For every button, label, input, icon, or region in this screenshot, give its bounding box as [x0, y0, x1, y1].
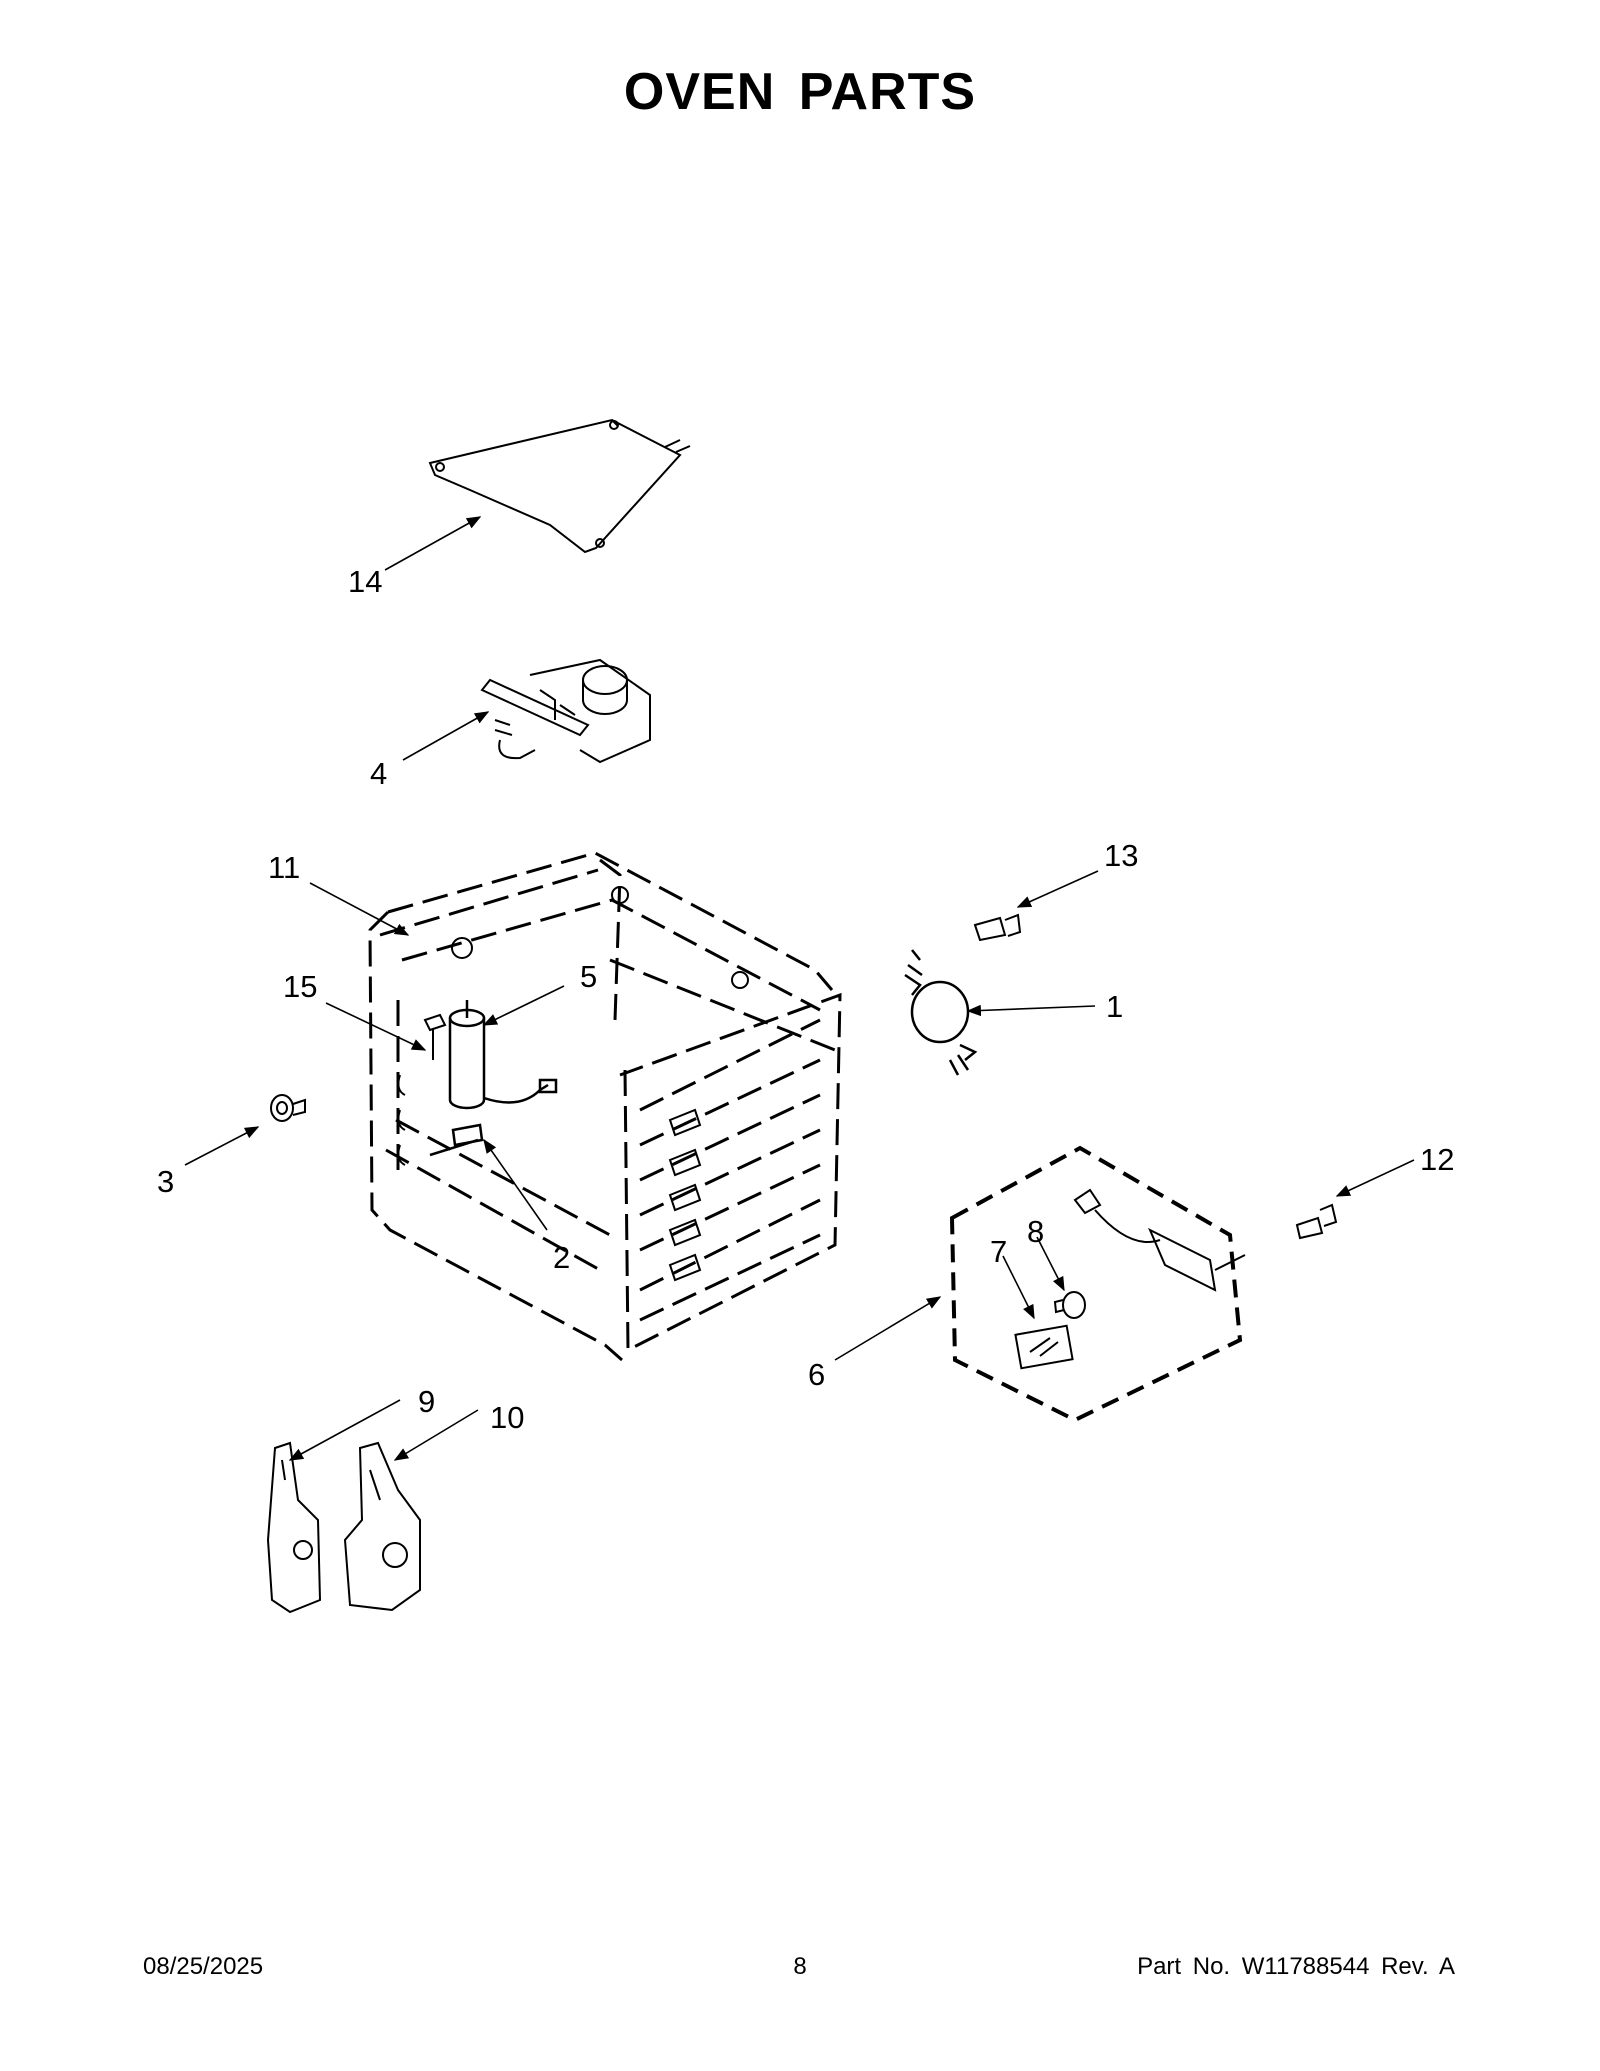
door-latch-assembly	[480, 658, 651, 764]
sensor-bracket	[429, 1123, 484, 1157]
callout-13: 13	[1104, 838, 1138, 873]
callout-11: 11	[268, 850, 300, 885]
leader-15	[325, 1002, 427, 1051]
footer-page-number: 8	[793, 1953, 807, 1980]
screw-12	[1295, 1203, 1338, 1240]
callout-9: 9	[418, 1384, 435, 1419]
oven-foot-3	[270, 1094, 306, 1122]
leader-8	[1036, 1236, 1065, 1292]
screw-13	[973, 913, 1022, 942]
callout-14: 14	[348, 564, 382, 599]
light-assembly-parts	[1014, 1188, 1246, 1370]
oven-bottom-plate	[428, 418, 691, 554]
oven-cavity	[368, 851, 842, 1362]
footer-date: 08/25/2025	[143, 1953, 264, 1980]
callout-1: 1	[1106, 989, 1123, 1024]
leader-11	[309, 882, 410, 936]
hinge-right	[343, 1441, 421, 1612]
leader-7	[1002, 1255, 1035, 1320]
thermal-cutoff	[904, 949, 978, 1076]
callout-7: 7	[990, 1234, 1007, 1269]
callout-6: 6	[808, 1357, 825, 1392]
oven-cavity-details	[397, 886, 749, 1282]
callout-3: 3	[157, 1164, 174, 1199]
callout-5: 5	[580, 959, 597, 994]
leader-12	[1335, 1159, 1415, 1197]
hinge-left	[266, 1441, 322, 1614]
leader-6	[834, 1296, 942, 1361]
callout-2: 2	[553, 1240, 570, 1275]
callout-10: 10	[490, 1400, 524, 1435]
callout-15: 15	[283, 969, 317, 1004]
leader-5	[482, 985, 565, 1026]
leader-4	[402, 711, 490, 761]
leader-13	[1016, 870, 1099, 908]
footer-part-number: Part No. W11788544 Rev. A	[1137, 1953, 1455, 1980]
leader-1	[966, 1004, 1096, 1017]
leader-lines	[184, 516, 1415, 1461]
callout-12: 12	[1420, 1142, 1454, 1177]
leader-14	[384, 516, 482, 571]
callout-8: 8	[1027, 1214, 1044, 1249]
leader-10	[393, 1409, 479, 1461]
leader-9	[288, 1399, 401, 1461]
callout-4: 4	[370, 756, 387, 791]
screw-15	[423, 1013, 447, 1060]
leader-3	[184, 1126, 260, 1166]
leader-2	[483, 1138, 548, 1231]
light-assembly-box	[949, 1145, 1243, 1423]
page-title: OVEN PARTS	[623, 63, 977, 121]
